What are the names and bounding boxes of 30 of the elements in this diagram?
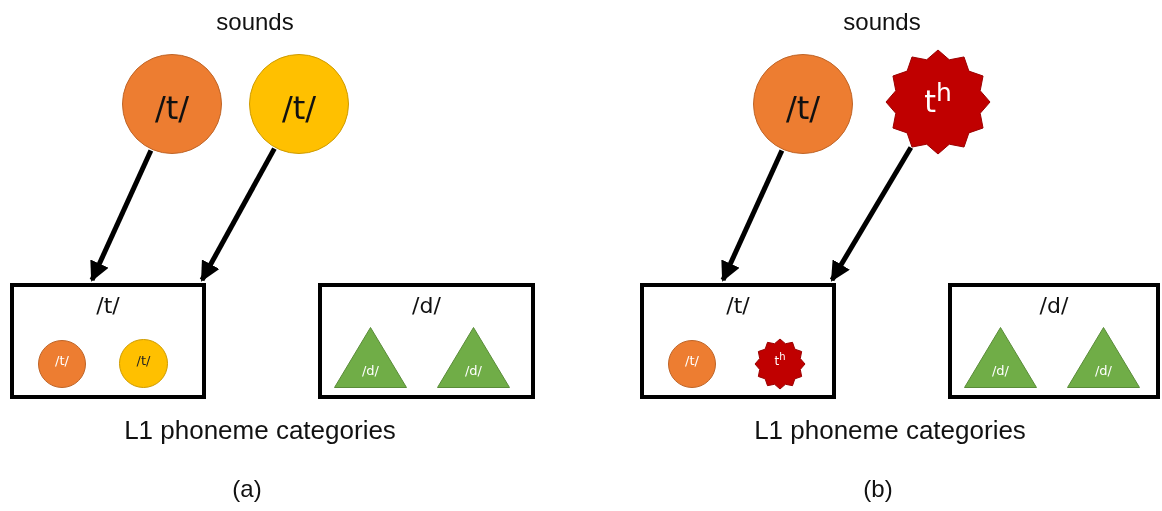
phoneme-label: /d/ bbox=[991, 364, 1010, 377]
panel-label: (a) bbox=[232, 475, 262, 503]
category-box bbox=[318, 283, 535, 399]
category-box bbox=[10, 283, 206, 399]
phoneme-label: /d/ bbox=[361, 364, 380, 377]
phoneme-label: /d/ bbox=[411, 295, 442, 317]
category-box bbox=[948, 283, 1160, 399]
phoneme-label: /t/ bbox=[153, 92, 191, 124]
panel-label: (b) bbox=[863, 475, 893, 503]
phoneme-label: /t/ bbox=[684, 354, 700, 367]
phoneme-label: /t/ bbox=[725, 295, 751, 317]
panel-heading: sounds bbox=[216, 8, 294, 36]
panel-caption: L1 phoneme categories bbox=[754, 415, 1026, 446]
phoneme-label: /t/ bbox=[280, 92, 318, 124]
category-box bbox=[640, 283, 836, 399]
phoneme-label: /t/ bbox=[784, 92, 822, 124]
arrow bbox=[89, 149, 154, 282]
panel-caption: L1 phoneme categories bbox=[124, 415, 396, 446]
phoneme-label: /d/ bbox=[1094, 364, 1113, 377]
phoneme-label: /d/ bbox=[464, 364, 483, 377]
phoneme-label: t$^{h}$ bbox=[923, 80, 953, 117]
phoneme-label: /t/ bbox=[95, 295, 121, 317]
phoneme-label: /t/ bbox=[135, 354, 152, 367]
phoneme-label: /d/ bbox=[1038, 295, 1070, 317]
arrow bbox=[199, 147, 277, 282]
phoneme-label: t$^{h}$ bbox=[773, 352, 787, 367]
arrow bbox=[720, 149, 785, 282]
panel-heading: sounds bbox=[843, 8, 921, 36]
arrow bbox=[829, 146, 914, 282]
phoneme-label: /t/ bbox=[54, 354, 70, 367]
